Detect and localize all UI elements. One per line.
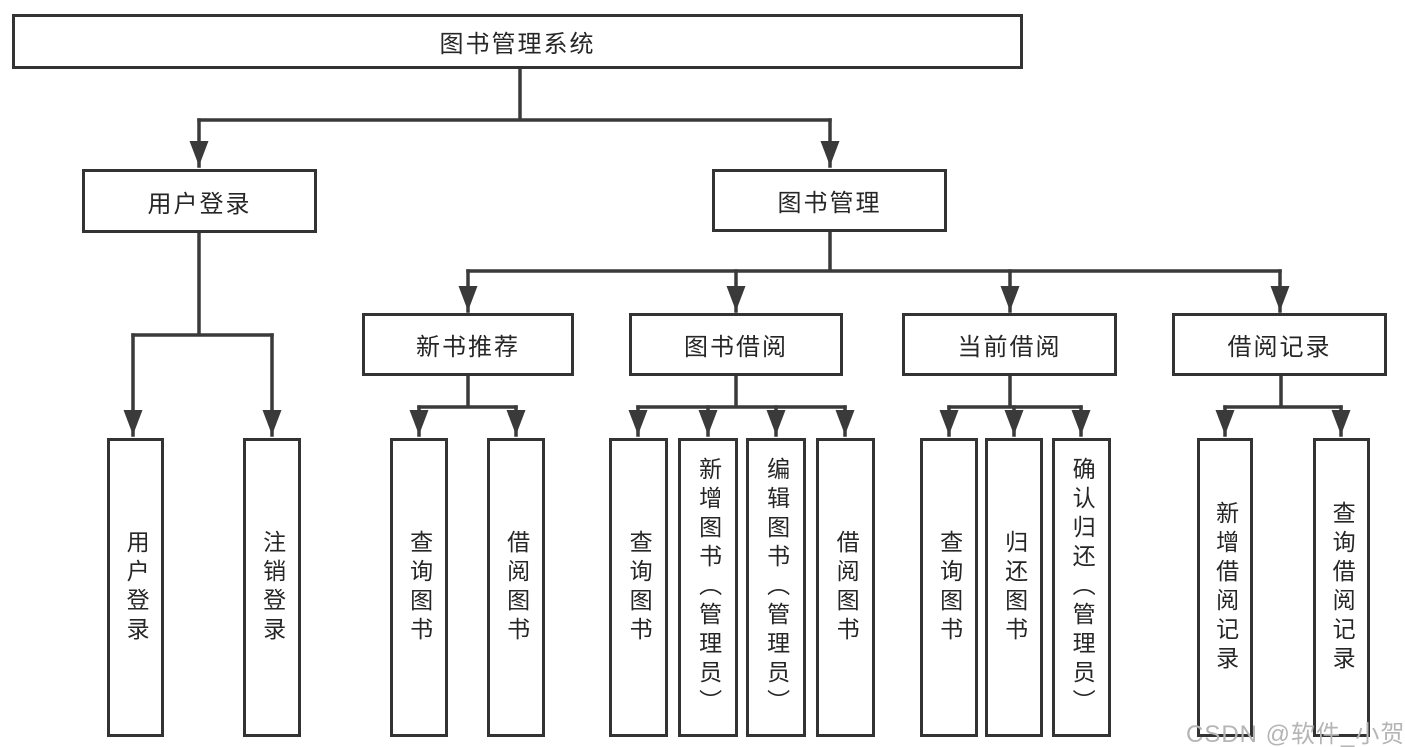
leaf-user-login: 用户登录 [107,438,164,737]
leaf-label: 用户登录 [123,529,150,646]
node-label: 图书借阅 [684,334,788,361]
leaf-label: 借阅图书 [503,529,530,646]
leaf-edit-book-admin: 编辑图书（管理员） [746,438,806,737]
leaf-borrow-book: 借阅图书 [816,438,875,737]
leaf-query-borrow-record: 查询借阅记录 [1313,438,1370,737]
leaf-add-borrow-record: 新增借阅记录 [1197,438,1253,737]
leaf-label: 查询图书 [626,529,653,646]
leaf-label: 归还图书 [1001,529,1028,646]
leaf-logout: 注销登录 [243,438,301,737]
node-label: 新书推荐 [416,334,520,361]
leaf-query-book: 查询图书 [920,438,978,737]
leaf-label: 新增借阅记录 [1212,500,1239,675]
node-label: 用户登录 [147,190,252,218]
leaf-return-book: 归还图书 [985,438,1043,737]
leaf-confirm-return-admin: 确认归还（管理员） [1052,438,1111,737]
leaf-label: 编辑图书（管理员） [763,457,790,718]
node-label: 借阅记录 [1227,334,1332,361]
node-root-label: 图书管理系统 [439,31,596,58]
leaf-borrow-book: 借阅图书 [487,438,545,737]
csdn-watermark: CSDN @软件_小贺同学 [1186,721,1405,747]
leaf-label: 查询图书 [936,529,963,646]
node-new-book-recommend: 新书推荐 [362,313,574,376]
leaf-label: 查询借阅记录 [1329,500,1356,675]
leaf-label: 借阅图书 [833,529,860,646]
leaf-query-book: 查询图书 [609,438,668,737]
node-user-login-module: 用户登录 [82,169,317,233]
node-current-borrow: 当前借阅 [902,313,1117,376]
node-borrow-record: 借阅记录 [1172,313,1387,376]
leaf-label: 确认归还（管理员） [1069,457,1096,718]
node-label: 当前借阅 [957,334,1062,361]
leaf-label: 注销登录 [259,529,286,646]
leaf-add-book-admin: 新增图书（管理员） [678,438,738,737]
node-label: 图书管理 [777,190,882,217]
node-book-management-module: 图书管理 [712,169,947,232]
leaf-query-book: 查询图书 [390,438,448,737]
leaf-label: 查询图书 [406,529,433,646]
node-root-system: 图书管理系统 [12,14,1023,69]
leaf-label: 新增图书（管理员） [695,457,722,718]
node-book-borrow: 图书借阅 [629,313,843,376]
